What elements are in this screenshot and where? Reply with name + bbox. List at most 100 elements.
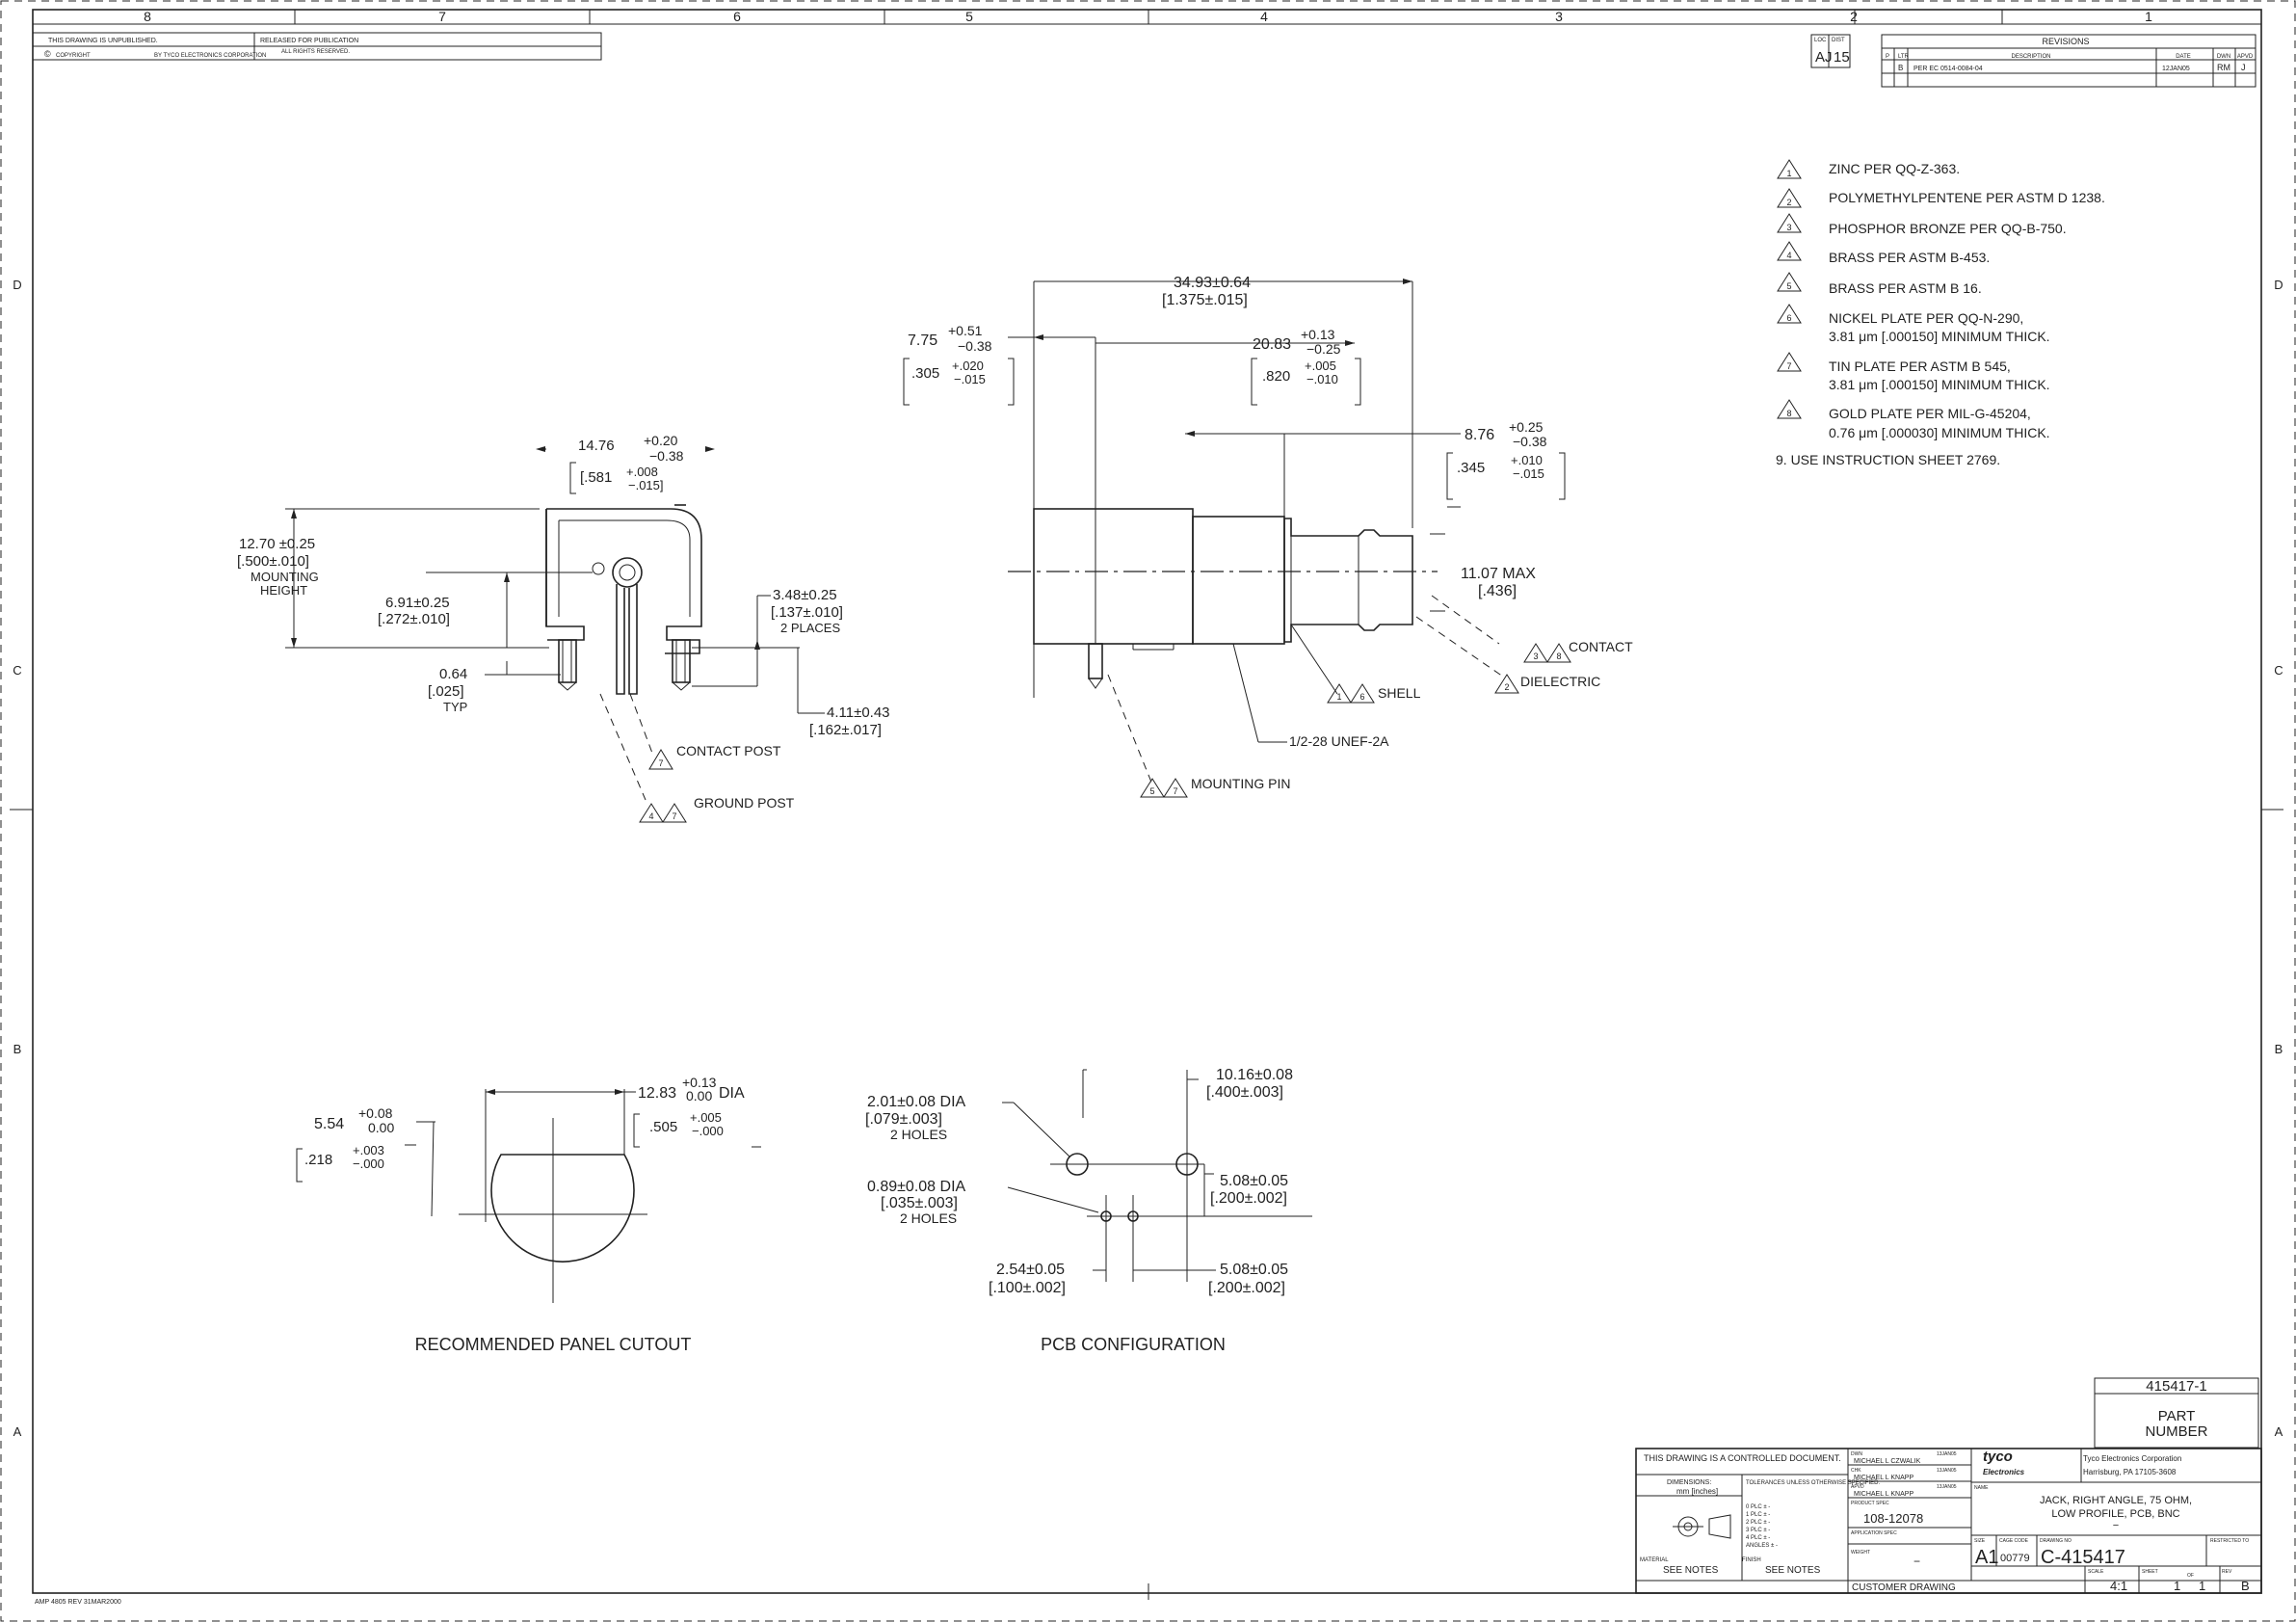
note-ref: 3: [1533, 651, 1538, 661]
note-2: 2 POLYMETHYLPENTENE PER ASTM D 1238.: [1777, 188, 2105, 208]
dim-tol-plus: +.003: [353, 1143, 384, 1157]
front-view: 34.93±0.64 [1.375±.015] 7.75 +0.51 −0.38…: [903, 275, 1633, 798]
sheet-number: 1: [2174, 1579, 2180, 1593]
finish-value: SEE NOTES: [1765, 1565, 1821, 1576]
zone-number: 5: [965, 9, 973, 24]
note-3: 3 PHOSPHOR BRONZE PER QQ-B-750.: [1777, 213, 2067, 236]
note-flag-icon: [648, 749, 673, 770]
dim-tol-plus: +.005: [690, 1110, 722, 1125]
part-number: 415417-1: [2146, 1378, 2206, 1395]
dim-small-hole-in: [.035±.003]: [881, 1195, 958, 1211]
tolerance-row: 3 PLC ± -: [1746, 1528, 1770, 1533]
note-ref: 7: [658, 758, 663, 768]
note-flag-icon: [1777, 241, 1802, 261]
part-number-box: 415417-1 PART NUMBER: [2094, 1377, 2259, 1449]
dim-pin-height-in: [.272±.010]: [378, 611, 450, 627]
dim-tol-minus: −.015]: [628, 478, 664, 492]
dim-body-length-in: .820: [1262, 368, 1290, 385]
dist-label: DIST: [1832, 38, 1845, 43]
revisions-block: LOC AJ DIST 15 REVISIONS P LTR DESCRIPTI…: [1810, 34, 2256, 88]
tolerance-row: 2 PLC ± -: [1746, 1520, 1770, 1526]
dim-dia-label: DIA: [719, 1085, 745, 1102]
dim-tol-minus: −0.38: [958, 338, 992, 354]
note-text: 3.81 μm [.000150] MINIMUM THICK.: [1829, 377, 2050, 392]
dim-tol-plus: +0.51: [948, 323, 983, 338]
sheet-total: 1: [2199, 1579, 2205, 1593]
dim-height: 12.70 ±0.25: [239, 536, 315, 552]
dim-tol-plus: +.010: [1511, 453, 1543, 467]
material-label: MATERIAL: [1640, 1557, 1669, 1563]
panel-cutout-view: 12.83 +0.13 0.00 DIA .505 +.005 −.000 5.…: [296, 1075, 761, 1354]
zone-letter: D: [13, 278, 21, 292]
dim-row-spacing-in: [.200±.002]: [1210, 1190, 1287, 1207]
scale-value: 4:1: [2110, 1579, 2127, 1593]
cage-value: 00779: [2000, 1553, 2030, 1564]
note-9: 9. USE INSTRUCTION SHEET 2769.: [1776, 452, 2000, 467]
tolerance-row: 4 PLC ± -: [1746, 1535, 1770, 1541]
copyright-text: COPYRIGHT: [56, 53, 91, 59]
zone-letter: A: [2275, 1424, 2283, 1439]
cage-label: CAGE CODE: [1999, 1538, 2029, 1544]
note-flag-icon: [662, 803, 687, 823]
loc-label: LOC: [1814, 38, 1827, 43]
unpublished-text: THIS DRAWING IS UNPUBLISHED.: [48, 38, 158, 44]
dim-height-in: [.500±.010]: [237, 553, 309, 570]
dim-body-length: 20.83: [1253, 336, 1291, 353]
dim-tol-plus: +0.20: [644, 433, 678, 448]
copyright-icon: ©: [44, 49, 51, 59]
dim-height-label: MOUNTING: [251, 570, 319, 584]
apvd-name: MICHAEL L KNAPP: [1854, 1491, 1913, 1498]
label-dielectric: DIELECTRIC: [1520, 674, 1600, 689]
rev-apvd: J: [2241, 63, 2246, 72]
rev-label: REV: [2222, 1569, 2232, 1575]
note-6: 6 NICKEL PLATE PER QQ-N-290, 3.81 μm [.0…: [1777, 304, 2050, 344]
side-view: 14.76 +0.20 −0.38 [.581 +.008 −.015] 12.…: [237, 433, 890, 823]
tolerances-label: TOLERANCES UNLESS OTHERWISE SPECIFIED:: [1746, 1480, 1880, 1486]
drawing-frame: [32, 9, 2262, 1594]
note-text: TIN PLATE PER ASTM B 545,: [1829, 359, 2011, 374]
tolerance-row: 0 PLC ± -: [1746, 1504, 1770, 1510]
restricted-label: RESTRICTED TO: [2210, 1538, 2249, 1544]
zone-number: 1: [2145, 9, 2152, 24]
dim-typ-label: TYP: [443, 700, 467, 714]
dim-pin-height: 6.91±0.25: [385, 595, 450, 611]
company-address: Harrisburg, PA 17105-3608: [2083, 1468, 2177, 1476]
dim-hole-offset: 5.08±0.05: [1220, 1262, 1288, 1278]
size-value: A1: [1975, 1547, 1998, 1568]
part-label: PART: [2158, 1408, 2196, 1424]
dim-big-hole-spacing-in: [.400±.003]: [1206, 1084, 1283, 1101]
note-flag-icon: [1777, 159, 1802, 179]
drawing-number-label: DRAWING NO: [2040, 1538, 2072, 1544]
zone-number: 2: [1850, 9, 1858, 24]
rev-date: 12JAN05: [2162, 66, 2190, 72]
dim-overall-length: 34.93±0.64: [1174, 275, 1251, 291]
caption-pcb-configuration: PCB CONFIGURATION: [1041, 1335, 1226, 1354]
title-dash: −: [2113, 1520, 2119, 1531]
note-ref: 7: [1173, 786, 1177, 796]
note-number: 2: [1786, 198, 1791, 207]
note-flag-icon: [1777, 304, 1802, 324]
dim-small-hole-spacing-in: [.100±.002]: [989, 1280, 1066, 1296]
col-p: P: [1886, 54, 1889, 60]
dim-tol-plus: +0.25: [1509, 419, 1544, 435]
dim-connector-length-in: .345: [1457, 460, 1485, 476]
note-flag-icon: [1350, 683, 1375, 704]
zone-letter: B: [13, 1042, 22, 1056]
dim-spacing: 3.48±0.25: [773, 587, 837, 603]
chk-name: MICHAEL L KNAPP: [1854, 1475, 1913, 1481]
note-ref: 6: [1359, 692, 1364, 702]
units-text: mm [inches]: [1676, 1487, 1718, 1496]
dim-connector-length: 8.76: [1465, 427, 1494, 443]
label-contact-post: CONTACT POST: [676, 743, 781, 758]
dim-pin-thickness-in: [.025]: [428, 683, 464, 700]
dim-pin-length-in: [.162±.017]: [809, 722, 882, 738]
dim-tol-minus: −0.25: [1306, 341, 1341, 357]
dim-big-hole: 2.01±0.08 DIA: [867, 1094, 966, 1110]
zone-letter: B: [2275, 1042, 2283, 1056]
zone-letter: C: [13, 663, 21, 678]
released-text: RELEASED FOR PUBLICATION: [260, 38, 358, 44]
tolerance-row: 1 PLC ± -: [1746, 1512, 1770, 1518]
pcb-configuration-view: 2.01±0.08 DIA [.079±.003] 2 HOLES 0.89±0…: [865, 1067, 1312, 1354]
dim-tol-plus: +.005: [1305, 359, 1336, 373]
